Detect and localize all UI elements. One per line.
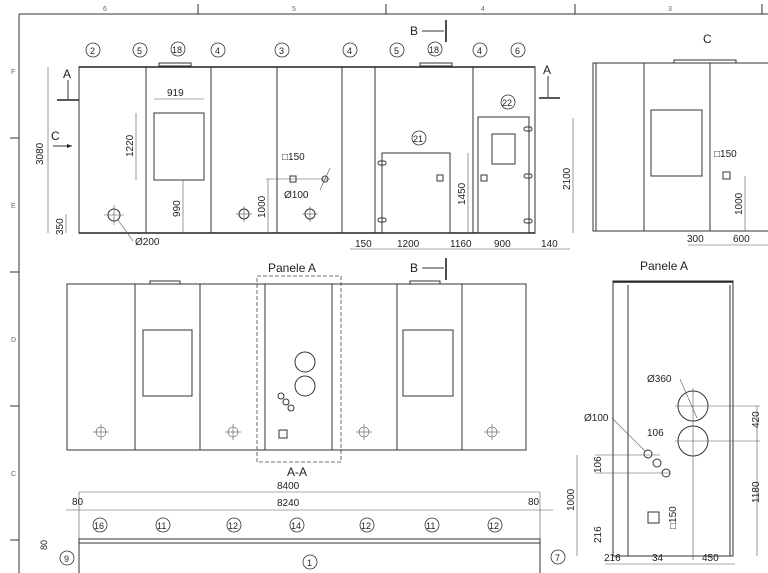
svg-text:22: 22 [502,98,512,108]
small-door [381,152,451,234]
dim-bottom: 216 [604,553,621,564]
svg-text:4: 4 [215,46,220,56]
dim-large-height: 1180 [751,481,762,503]
dim-bottom: 1200 [397,239,420,250]
dim-wall: 80 [39,540,49,550]
dim-bottom: 1160 [450,239,472,250]
section-mark-b: B [410,261,418,275]
dim-height: 1000 [566,488,577,511]
svg-text:2: 2 [90,46,95,56]
svg-text:21: 21 [413,134,423,144]
dim-hole-height: 350 [55,218,66,235]
section-label: A-A [287,465,307,479]
dim-bottom: 150 [355,239,372,250]
view-title: C [703,32,712,46]
svg-text:18: 18 [429,45,439,55]
column-label: 3 [668,6,672,13]
window [650,109,703,177]
panel-a-detail: Panele A Ø360 Ø100 106 106 1000 □150 216… [566,259,762,565]
dim-offset: 600 [733,234,750,245]
dim-window-height: 1220 [125,134,136,157]
dim-small-door-height: 1450 [457,182,468,205]
svg-text:16: 16 [94,521,104,531]
dim-edge: 80 [528,497,540,508]
panel-label: Panele A [268,261,316,275]
svg-text:3: 3 [279,46,284,56]
view-title: Panele A [640,259,688,273]
svg-text:14: 14 [291,521,301,531]
vent-grille [158,62,192,67]
dim-vent-height: 1000 [257,195,268,218]
svg-text:4: 4 [477,46,482,56]
dim-height: 1000 [734,192,745,215]
svg-text:12: 12 [361,521,371,531]
dim-vent-square: □150 [282,152,305,163]
dim-door-height: 2100 [562,167,573,190]
svg-text:5: 5 [137,46,142,56]
svg-text:18: 18 [172,45,182,55]
front-view: 919 1220 990 Ø200 □150 Ø100 1000 1450 21… [35,41,574,250]
svg-text:5: 5 [394,46,399,56]
dim-vent-diameter: Ø100 [284,190,309,201]
dim-bottom: 450 [702,553,719,564]
svg-text:4: 4 [347,46,352,56]
dim-hole-diameter: Ø200 [135,237,160,248]
section-mark-a: A [63,67,71,81]
plan-view: 8400 8240 80 80 80 16 11 12 14 12 11 12 … [39,481,566,573]
svg-text:9: 9 [64,554,69,564]
dim-bottom: 140 [541,239,558,250]
panel-a-highlight [256,275,342,463]
dim-large-diameter: Ø360 [647,374,672,385]
vent-grille [419,62,453,67]
dim-window-width: 919 [167,88,184,99]
side-view-c: C □150 1000 300 600 [592,32,768,246]
dim-square-height: 216 [593,526,604,543]
row-label: F [11,69,15,76]
svg-text:11: 11 [157,521,166,531]
section-mark-b: B [410,24,418,38]
column-label: 5 [292,6,296,13]
dim-small-diameter: Ø100 [584,413,609,424]
svg-text:11: 11 [426,521,435,531]
section-mark-c: C [51,129,60,143]
rear-view: Panele A A-A [66,261,527,479]
dim-square: □150 [714,149,737,160]
svg-text:6: 6 [515,46,520,56]
section-mark-a: A [543,63,551,77]
dim-bottom: 34 [652,553,664,564]
dim-window-sill: 990 [172,200,183,217]
row-label: D [11,337,16,344]
section-marks: A A C B B [51,20,560,280]
window [153,112,205,181]
dim-hole-spacing: 106 [593,456,604,473]
row-label: E [11,203,16,210]
svg-text:7: 7 [555,553,560,563]
dim-large-spacing: 420 [751,411,762,428]
dim-hole-spacing: 106 [647,428,664,439]
dim-overall: 8400 [277,481,300,492]
svg-text:12: 12 [228,521,238,531]
drawing-frame: 6 5 4 3 F E D C [10,4,768,573]
dim-height: 3080 [35,142,46,165]
svg-text:12: 12 [489,521,499,531]
part-balloons: 16 11 12 14 12 11 12 1 9 7 [59,517,566,570]
svg-text:1: 1 [307,558,312,568]
column-label: 4 [481,6,485,13]
part-balloons: 2 5 18 4 3 4 5 18 4 6 22 21 [85,41,526,146]
door [477,116,530,234]
window [142,329,193,397]
column-label: 6 [103,6,107,13]
dim-inner: 8240 [277,498,300,509]
dim-offset: 300 [687,234,704,245]
window [402,329,454,397]
dim-edge: 80 [72,497,84,508]
dim-bottom: 900 [494,239,511,250]
row-label: C [11,471,16,478]
dim-square: □150 [668,506,679,529]
